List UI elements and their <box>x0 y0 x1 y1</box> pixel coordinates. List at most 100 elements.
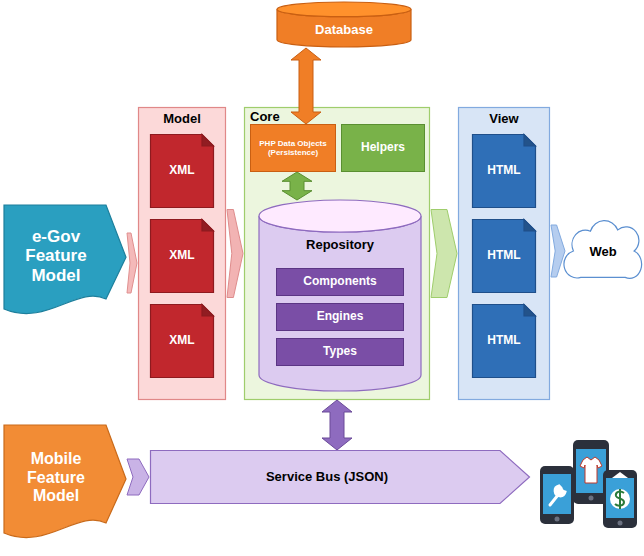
web-cloud: Web <box>566 218 640 284</box>
database-cylinder: Database <box>276 2 412 48</box>
shape-path <box>151 451 530 504</box>
node-label: HTML <box>476 249 532 263</box>
node-label: Database <box>280 23 408 38</box>
wrench-icon <box>550 486 565 505</box>
xml-document: XML <box>150 304 214 378</box>
text-group: Components <box>281 275 399 289</box>
html-document: HTML <box>472 219 536 293</box>
node-label: View <box>462 112 546 127</box>
shape-path <box>4 425 126 538</box>
node-label: Engines <box>281 310 399 324</box>
edge-layer <box>127 48 565 495</box>
node-label: Model <box>142 112 222 127</box>
node-label: HTML <box>476 164 532 178</box>
coin-icon <box>610 489 630 509</box>
node-label: XML <box>154 164 210 178</box>
shape-path <box>473 135 536 208</box>
text-group: XML <box>154 334 210 348</box>
double-arrow <box>322 400 352 450</box>
text-group: HTML <box>476 164 532 178</box>
text-group: HTML <box>476 249 532 263</box>
shape-path <box>277 2 411 17</box>
panel-ground <box>245 108 430 400</box>
double-arrow <box>282 172 312 200</box>
phone-screen <box>606 478 634 518</box>
text-group: HTML <box>476 334 532 348</box>
phone-screen <box>543 474 571 514</box>
text-group: Service Bus (JSON) <box>154 470 500 485</box>
node-label: Service Bus (JSON) <box>154 470 500 485</box>
shape-path <box>202 220 214 232</box>
node-label: Web <box>570 245 636 260</box>
node-label: HTML <box>476 334 532 348</box>
shape-path <box>524 305 536 317</box>
text-group: View <box>462 112 546 127</box>
text-group: Database <box>280 23 408 38</box>
shape-path <box>564 221 642 279</box>
text-group: Repository <box>262 238 418 253</box>
persistence-box: PHP Data Objects (Persistence) <box>250 124 336 172</box>
xml-document: XML <box>150 219 214 293</box>
layer-panel: CorePHP Data Objects (Persistence) Helper… <box>244 107 430 400</box>
feature-model-banner: Mobile Feature Model <box>4 425 126 545</box>
shape-path <box>151 135 214 208</box>
phone-button <box>618 521 623 526</box>
shape-path <box>259 200 421 232</box>
node-label: Core <box>250 110 426 125</box>
text-group: Types <box>281 345 399 359</box>
html-document: HTML <box>472 134 536 208</box>
layer-panel: ViewHTML HTML HTML <box>458 107 550 400</box>
shape-path <box>524 135 536 147</box>
text-group: XML <box>154 164 210 178</box>
tag-icon <box>612 472 628 478</box>
node-label: e-Gov Feature Model <box>10 227 102 286</box>
node-label: Repository <box>262 238 418 253</box>
node-label: Helpers <box>346 141 420 155</box>
feature-model-banner: e-Gov Feature Model <box>4 205 126 321</box>
repository-item: Components <box>276 268 404 296</box>
shape-path <box>4 205 126 314</box>
shape-path <box>151 305 214 378</box>
phone-screen <box>576 449 606 493</box>
xml-document: XML <box>150 134 214 208</box>
layer-panel: ModelXML XML XML <box>138 107 226 400</box>
node-label: Components <box>281 275 399 289</box>
text-group: Web <box>570 245 636 260</box>
shape-path <box>202 135 214 147</box>
phone-button <box>555 517 560 522</box>
flow-chevron <box>431 210 457 298</box>
panel-ground <box>459 108 550 400</box>
phone-body <box>603 470 637 528</box>
node-label: XML <box>154 334 210 348</box>
html-document: HTML <box>472 304 536 378</box>
panel-ground <box>139 108 226 400</box>
node-label: PHP Data Objects (Persistence) <box>255 139 331 157</box>
text-group: Helpers <box>346 141 420 155</box>
shape-path <box>524 220 536 232</box>
flow-chevron <box>127 459 149 495</box>
phone-button <box>589 496 594 501</box>
node-label: Mobile Feature Model <box>10 450 102 505</box>
text-group: PHP Data Objects (Persistence) <box>255 139 331 157</box>
repository-cylinder: RepositoryComponentsEnginesTypes <box>258 200 422 392</box>
text-group: e-Gov Feature Model <box>10 227 102 286</box>
phone-left <box>540 466 574 524</box>
shape-path <box>202 305 214 317</box>
text-group: Model <box>142 112 222 127</box>
phone-body <box>540 466 574 524</box>
text-group: Engines <box>281 310 399 324</box>
double-arrow <box>291 48 321 124</box>
node-label: XML <box>154 249 210 263</box>
flow-chevron <box>551 225 565 277</box>
shape-path <box>151 220 214 293</box>
repository-item: Types <box>276 338 404 366</box>
flow-chevron <box>227 210 243 298</box>
money-symbol <box>615 489 624 509</box>
shape-path <box>473 305 536 378</box>
panel-layer <box>139 108 550 400</box>
phone-right <box>603 470 637 528</box>
shape-path <box>259 216 421 391</box>
shirt-icon <box>580 457 602 483</box>
shape-path <box>473 220 536 293</box>
